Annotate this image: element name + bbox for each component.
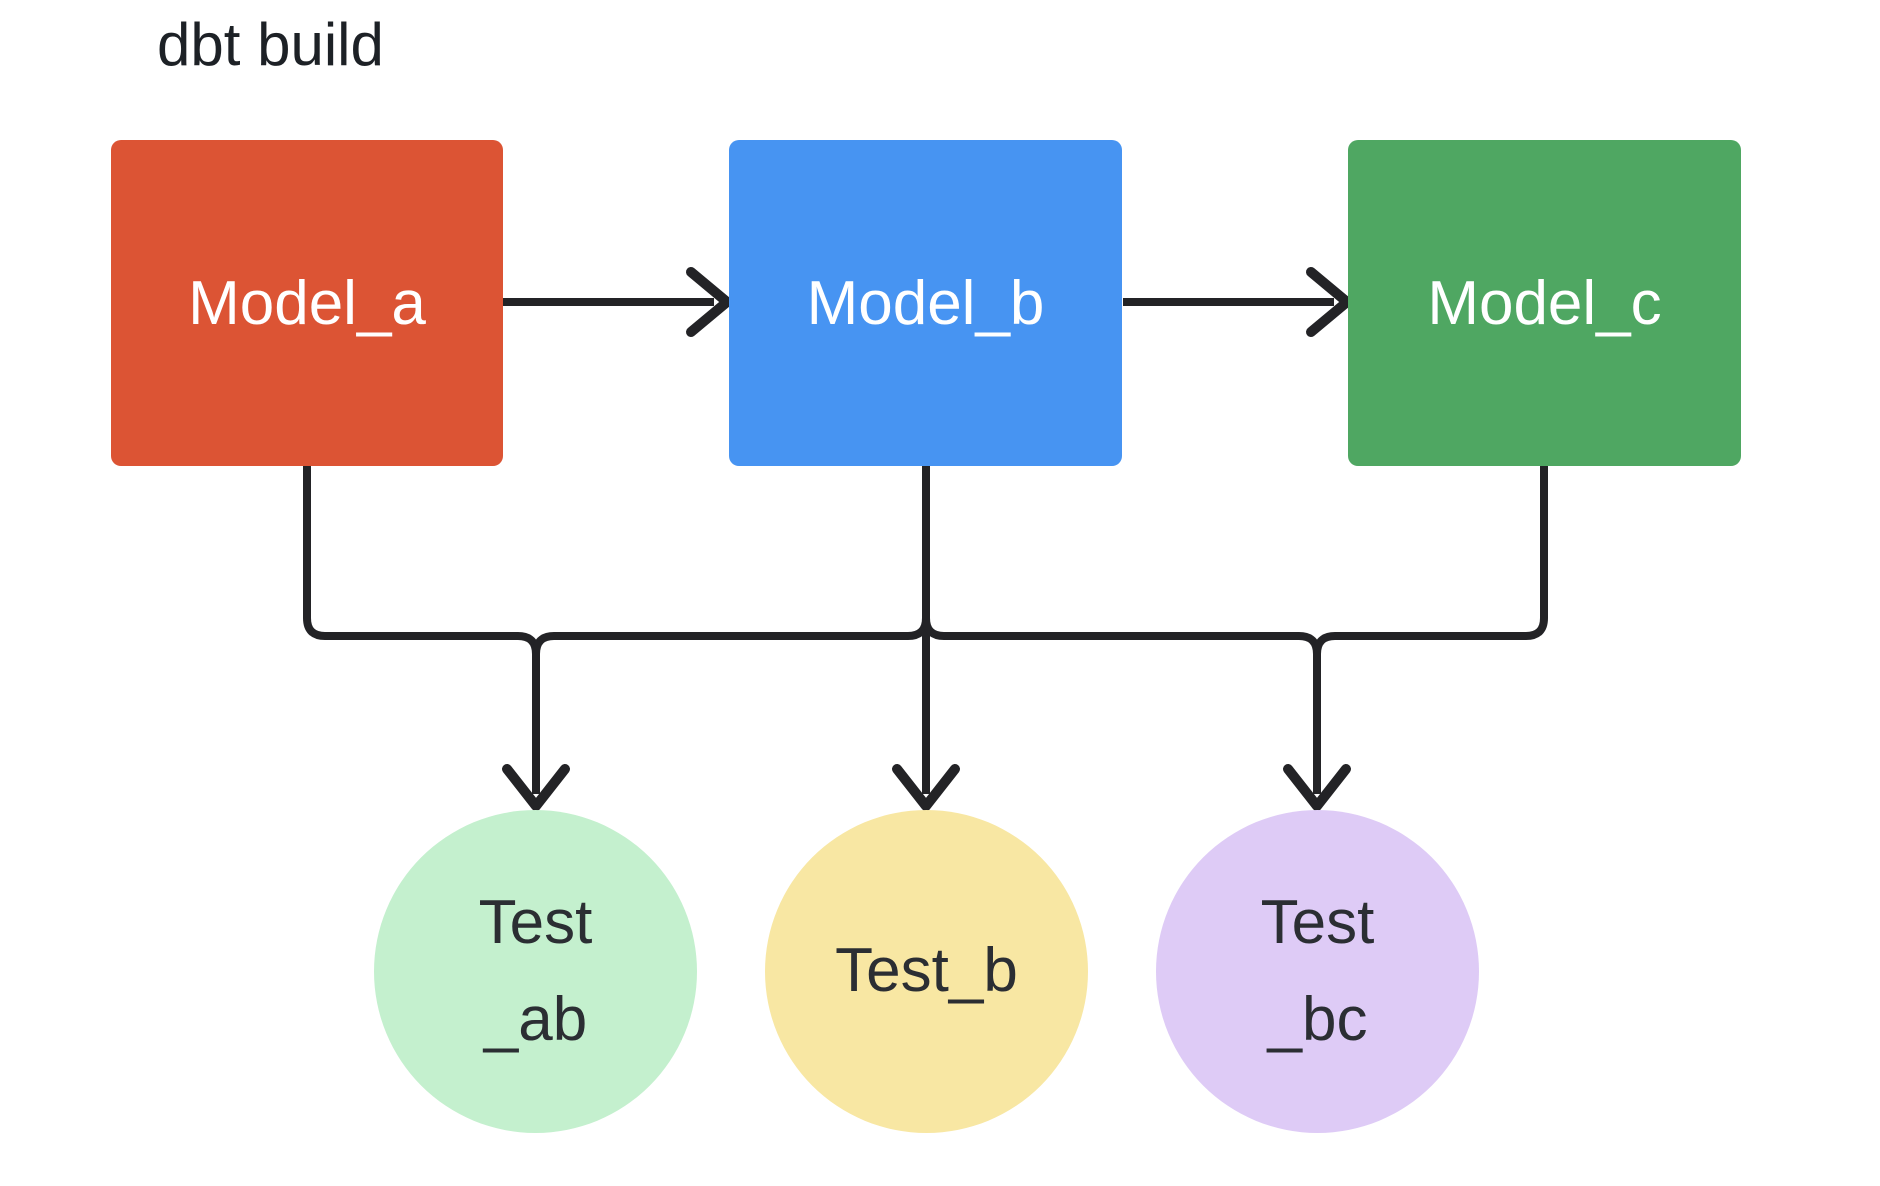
- edge-lines: [303, 298, 1548, 794]
- node-model-a: Model_a: [111, 140, 503, 466]
- node-test-bc-label-line2: _bc: [1267, 984, 1368, 1054]
- arrowhead-into-test-b: [892, 764, 960, 811]
- node-test-b: Test_b: [765, 810, 1088, 1133]
- arrowhead-into-model-c: [1306, 267, 1352, 337]
- node-test-b-label: Test_b: [835, 936, 1018, 1006]
- node-model-c: Model_c: [1348, 140, 1741, 466]
- edge-arrowheads: [502, 267, 1352, 811]
- node-test-ab: Test _ab: [374, 810, 697, 1133]
- node-test-bc-label-line1: Test: [1260, 888, 1375, 958]
- node-model-b-label: Model_b: [806, 268, 1045, 338]
- edge-model-c-to-test-bc: [1313, 466, 1548, 794]
- node-model-c-label: Model_c: [1427, 268, 1662, 338]
- node-test-ab-label-line2: _ab: [483, 984, 588, 1054]
- node-test-bc: Test _bc: [1156, 810, 1479, 1133]
- arrowhead-into-test-ab: [502, 764, 570, 811]
- node-model-b: Model_b: [729, 140, 1122, 466]
- diagram-title: dbt build: [157, 11, 384, 78]
- arrowhead-into-model-b: [686, 267, 732, 337]
- edge-model-b-to-test-bc: [922, 466, 1321, 794]
- edge-model-b-to-test-ab: [532, 466, 930, 794]
- arrowhead-into-test-bc: [1283, 764, 1351, 811]
- node-test-ab-label-line1: Test: [478, 888, 593, 958]
- edge-model-a-to-test-ab: [303, 466, 540, 794]
- node-model-a-label: Model_a: [188, 268, 426, 338]
